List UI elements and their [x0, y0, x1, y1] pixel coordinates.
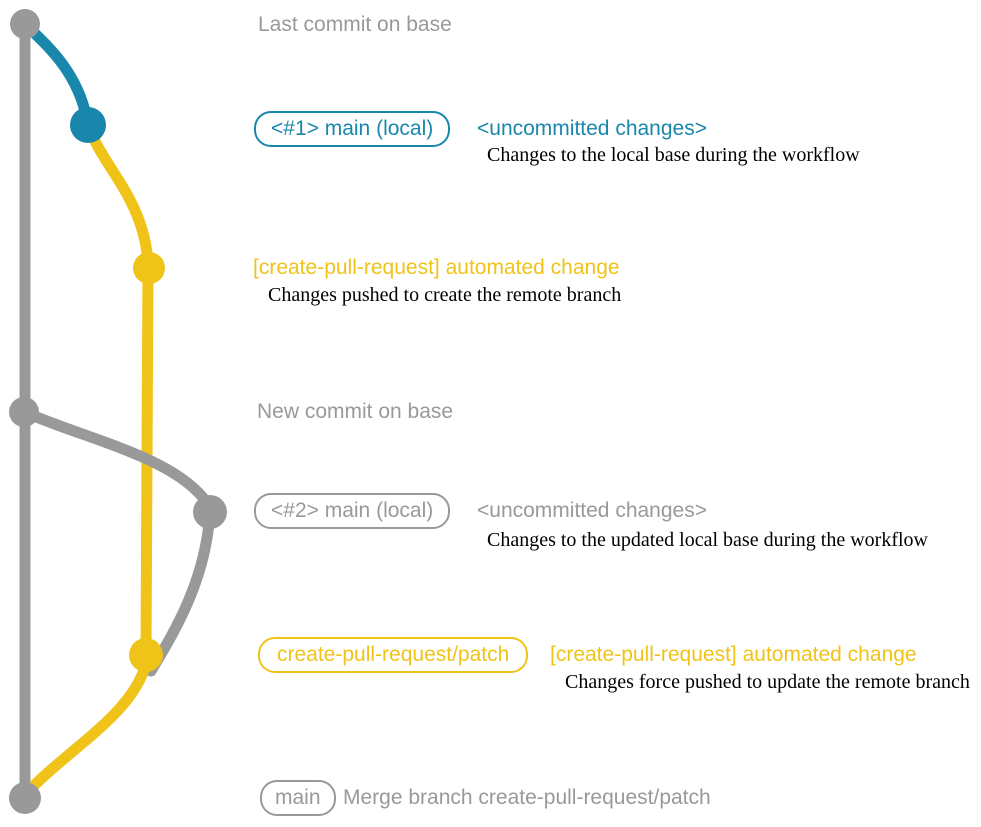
- branch-badge-main-local-2: <#2> main (local): [254, 493, 451, 529]
- commit-title-automated-change-2: [create-pull-request] automated change: [550, 643, 917, 666]
- commit-desc-automated-change-2: Changes force pushed to update the remot…: [565, 671, 970, 693]
- commit-title-uncommitted-changes-2: <uncommitted changes>: [477, 499, 707, 522]
- branch-badge-main-label: main: [275, 786, 321, 809]
- commit-dot-pr-2: [129, 638, 163, 672]
- commit-dot-main-local-2: [193, 495, 227, 529]
- base-merge-curve: [18, 406, 214, 510]
- commit-dot-merge: [9, 782, 41, 814]
- branch-badge-create-pull-request-patch-label: create-pull-request/patch: [277, 643, 510, 666]
- branch-badge-main-local-1-label: <#1> main (local): [271, 117, 434, 140]
- commit-desc-uncommitted-changes-1: Changes to the local base during the wor…: [487, 144, 860, 166]
- branch-badge-main-local-1: <#1> main (local): [254, 111, 451, 147]
- commit-title-uncommitted-changes-1: <uncommitted changes>: [477, 117, 707, 140]
- git-graph: [9, 9, 227, 814]
- pr-merge-curve: [20, 652, 153, 800]
- annotation-last-commit-on-base: Last commit on base: [258, 13, 452, 36]
- commit-dot-last-base-commit: [10, 9, 40, 39]
- commit-title-merge-branch: Merge branch create-pull-request/patch: [343, 786, 711, 809]
- commit-dot-pr-1: [133, 252, 165, 284]
- annotation-new-commit-on-base: New commit on base: [257, 400, 454, 423]
- commit-desc-automated-change-1: Changes pushed to create the remote bran…: [268, 284, 622, 306]
- commit-title-automated-change-1: [create-pull-request] automated change: [253, 256, 620, 279]
- commit-dot-new-base-commit: [9, 397, 39, 427]
- main-local-branch-curve-1: [19, 18, 93, 125]
- branch-badge-main: main: [260, 780, 336, 816]
- branch-badge-create-pull-request-patch: create-pull-request/patch: [258, 637, 529, 673]
- branch-badge-main-local-2-label: <#2> main (local): [271, 499, 434, 522]
- commit-desc-uncommitted-changes-2: Changes to the updated local base during…: [487, 529, 928, 551]
- commit-dot-main-local-1: [70, 107, 106, 143]
- pr-branch-curve-1: [82, 119, 154, 268]
